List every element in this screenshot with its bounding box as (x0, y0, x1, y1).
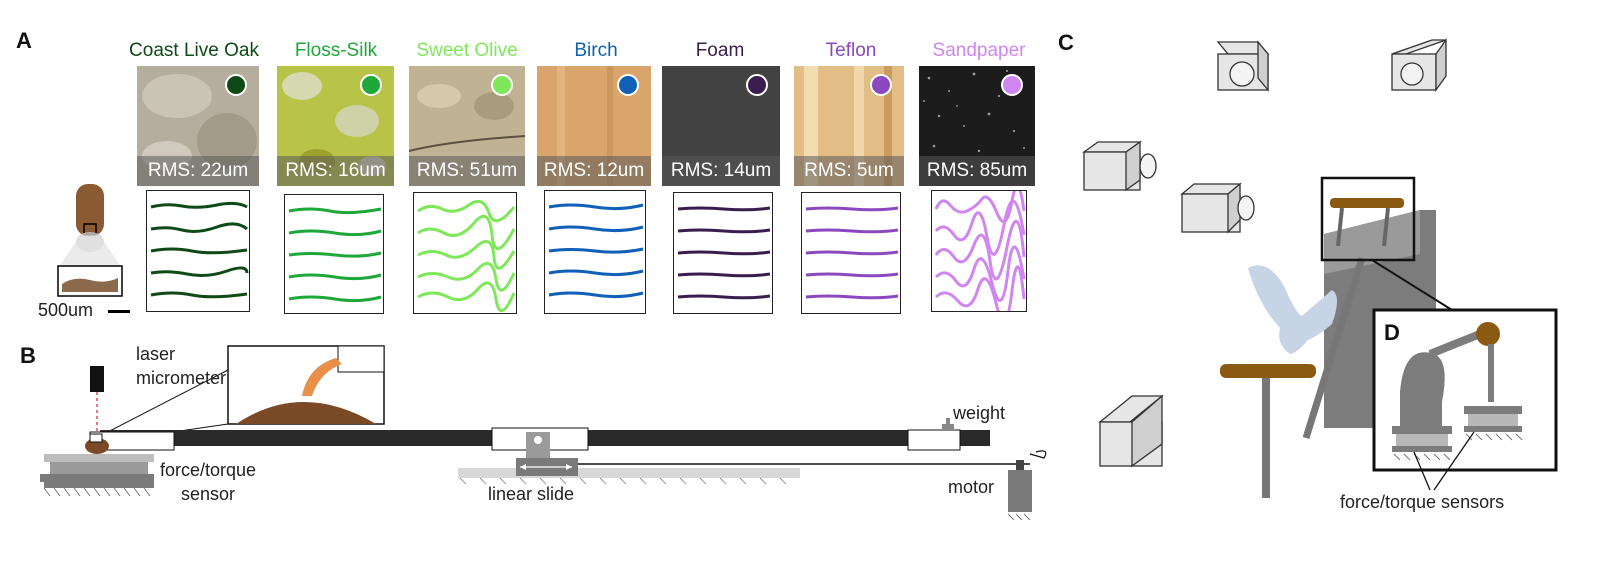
material-title: Floss-Silk (294, 40, 378, 61)
material-color-dot (870, 74, 892, 96)
texture-image: RMS: 16um (277, 66, 394, 186)
texture-image: RMS: 22um (137, 66, 259, 186)
texture-image: RMS: 51um (409, 66, 525, 186)
flight-arena-diagram (1081, 37, 1558, 498)
rms-label: RMS: 22um (137, 156, 259, 186)
panel-letter-d: D (1384, 320, 1400, 345)
profile-plot (931, 190, 1027, 312)
profile-plot (413, 192, 517, 314)
material-title: Foam (695, 40, 745, 61)
linear-slide-label: linear slide (488, 484, 575, 504)
camera-icon (1391, 37, 1447, 93)
profile-plot (544, 190, 646, 314)
rms-label: RMS: 16um (277, 156, 394, 186)
texture-image: RMS: 85um (919, 66, 1035, 186)
weight-label: weight (953, 403, 1006, 423)
texture-image: RMS: 14um (662, 66, 780, 186)
material-title: Teflon (825, 40, 877, 61)
force-torque-sensors-label: force/torque sensors (1340, 492, 1505, 512)
motor-label: motor (948, 477, 995, 497)
material-color-dot (225, 74, 247, 96)
material-color-dot (491, 74, 513, 96)
material-color-dot (360, 74, 382, 96)
force-sensor-label: force/torque sensor (160, 460, 257, 504)
scale-bar-label: 500um (38, 300, 94, 320)
rms-label: RMS: 51um (409, 156, 525, 186)
material-title: Birch (574, 40, 618, 61)
laser-micrometer-body (90, 366, 104, 392)
profile-plot (801, 192, 901, 314)
material-title: Sweet Olive (416, 40, 518, 61)
camera-icon (1216, 40, 1270, 92)
material-color-dot (746, 74, 768, 96)
material-title: Sandpaper (932, 40, 1026, 61)
rms-label: RMS: 5um (794, 156, 904, 186)
apparatus-diagram (40, 345, 1047, 521)
texture-image: RMS: 12um (537, 66, 651, 186)
texture-image: RMS: 5um (794, 66, 904, 186)
rms-label: RMS: 12um (537, 156, 651, 186)
rms-label: RMS: 85um (919, 156, 1035, 186)
laser-micrometer-label: laser micrometer (136, 344, 227, 388)
camera-icon (1180, 182, 1255, 234)
rms-label: RMS: 14um (662, 156, 780, 186)
profile-plot (146, 190, 250, 312)
panel-letter-b: B (20, 343, 36, 368)
material-color-dot (1001, 74, 1023, 96)
material-title: Coast Live Oak (129, 40, 259, 61)
branch-inset (57, 184, 123, 297)
scale-bar (108, 310, 130, 313)
profile-plot (673, 192, 773, 314)
camera-icon (1081, 140, 1157, 192)
panel-letter-c: C (1058, 30, 1074, 55)
profile-plot (284, 194, 384, 314)
material-color-dot (617, 74, 639, 96)
camera-icon (1098, 394, 1164, 468)
panel-letter-a: A (16, 28, 32, 53)
